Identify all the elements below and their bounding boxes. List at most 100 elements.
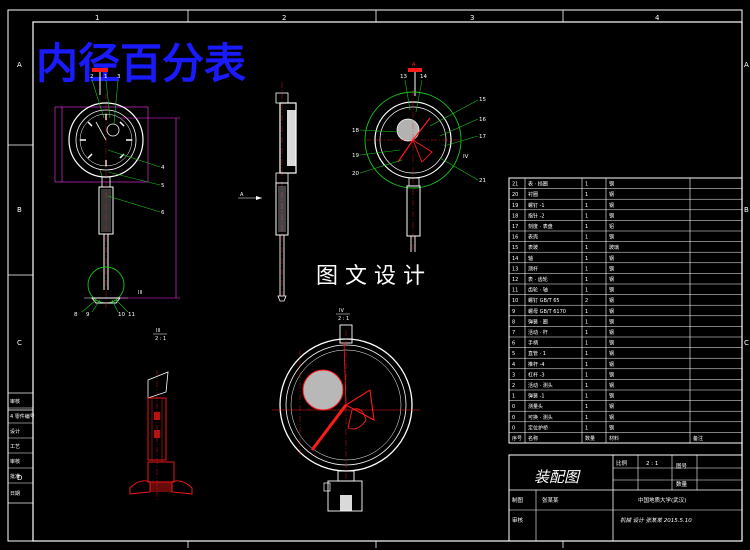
bom-cell-name: 弹簧 · 圈	[528, 318, 548, 325]
left-leaders	[81, 79, 161, 313]
bom-cell-qty: 1	[585, 394, 588, 400]
bom-cell-qty: 2	[585, 298, 588, 304]
designer-label: 制图	[512, 496, 524, 504]
bom-cell-qty: 1	[585, 235, 588, 241]
bom-cell-mat: 钢	[609, 403, 614, 410]
bom-cell-no: 0	[512, 415, 515, 421]
top-view-label: A	[412, 62, 416, 68]
col-label: 1	[95, 14, 99, 22]
bom-cell-no: 0	[512, 404, 515, 410]
bom-cell-mat: 钢	[609, 424, 614, 431]
bom-cell-mat: 钢	[609, 371, 614, 378]
bom-cell-name: 测杆	[528, 265, 538, 272]
bom-cell-mat: 钢	[609, 414, 614, 421]
callout-label: 2	[90, 74, 94, 80]
callout-label: 13	[400, 74, 407, 80]
section-iii-view	[129, 370, 193, 500]
bom-cell-qty: 1	[585, 404, 588, 410]
bom-cell-no: 4	[512, 362, 515, 368]
col-label: 2	[282, 14, 286, 22]
section-iv-ratio: 2 : 1	[338, 316, 349, 322]
callout-label: 1	[104, 74, 108, 80]
circle-iv-label: IV	[463, 154, 469, 160]
bom-cell-qty: 1	[585, 330, 588, 336]
bom-cell-name: 齿轮 · 轴	[528, 287, 548, 294]
bom-cell-mat: 钢	[609, 382, 614, 389]
bom-cell-mat: 钢	[609, 202, 614, 209]
callout-label: 16	[479, 117, 486, 123]
bom-cell-qty: 1	[585, 182, 588, 188]
column-labels-top: 1 2 3 4	[95, 14, 660, 22]
bom-header-note: 备注	[693, 435, 703, 442]
scale-value: 2 : 1	[646, 461, 658, 467]
bom-cell-mat: 钢	[609, 265, 614, 272]
margin-label: 设计	[10, 428, 20, 435]
bom-cell-mat: 钢	[609, 212, 614, 219]
bom-cell-name: 直管 · 1	[528, 350, 546, 357]
callout-label: 18	[352, 128, 359, 134]
callout-label: 4	[161, 165, 165, 171]
margin-label: 批准	[10, 473, 20, 480]
left-callout-labels: 2 1 3 4 5 6 8 9 10 11	[74, 74, 165, 318]
bom-cell-mat: 钢	[609, 350, 614, 357]
bom-cell-name: 表壳	[528, 234, 538, 241]
bom-cell-name: 杠杆 -3	[528, 371, 545, 378]
drawing-name: 装配图	[534, 468, 581, 486]
side-view: A	[238, 82, 297, 302]
front-view: 2 1 3 4 5 6 8 9 10 11 III III 2 : 1	[54, 68, 180, 342]
bom-cell-qty: 1	[585, 266, 588, 272]
bom-cell-qty: 1	[585, 383, 588, 389]
bom-cell-name: 弹簧 -1	[528, 393, 545, 400]
bom-cell-qty: 1	[585, 224, 588, 230]
bom-cell-mat: 钢	[609, 393, 614, 400]
margin-label: 审核	[10, 398, 20, 405]
bom-cell-name: 刻度 · 表盘	[528, 223, 553, 230]
bom-cell-mat: 钢	[609, 181, 614, 188]
school-name: 中国地质大学(武汉)	[638, 496, 686, 504]
designer-name: 张某某	[542, 496, 559, 504]
bom-cell-no: 10	[512, 298, 518, 304]
bom-header-name: 名称	[528, 435, 538, 442]
bom-cell-name: 指针 -2	[528, 212, 545, 219]
bom-cell-qty: 1	[585, 192, 588, 198]
bom-cell-qty: 1	[585, 415, 588, 421]
bom-cell-no: 3	[512, 372, 515, 378]
callout-label: 10	[118, 312, 125, 318]
bom-cell-no: 0	[512, 425, 515, 431]
overlay-title: 内径百分表	[36, 39, 246, 88]
bom-cell-mat: 钢	[609, 308, 614, 315]
bom-cell-name: 表玻	[528, 244, 538, 251]
bom-cell-name: 推杆 -4	[528, 361, 545, 368]
bom-cell-qty: 1	[585, 425, 588, 431]
callout-label: 17	[479, 134, 486, 140]
bom-cell-no: 11	[512, 288, 518, 294]
row-label: B	[17, 206, 22, 214]
callout-label: 21	[479, 178, 486, 184]
row-label: B	[744, 206, 749, 214]
bom-header-mat: 材料	[609, 435, 619, 442]
bom-cell-name: 定位护桥	[528, 424, 548, 431]
bom-cell-mat: 钢	[609, 340, 614, 347]
bom-cell-no: 17	[512, 224, 518, 230]
row-labels: A B C D A B C	[17, 61, 749, 482]
row-ticks	[8, 144, 33, 411]
iv-small-dial	[303, 370, 343, 410]
bom-cell-name: 活动 · 杆	[528, 329, 548, 336]
bom-cell-qty: 1	[585, 277, 588, 283]
callout-label: 15	[479, 97, 486, 103]
bom-cell-no: 9	[512, 309, 515, 315]
bom-cell-qty: 1	[585, 362, 588, 368]
margin-label: 日期	[10, 491, 20, 497]
col-label: 3	[470, 14, 474, 22]
callout-label: 11	[128, 312, 135, 318]
handle-side	[275, 182, 289, 236]
bom-cell-qty: 1	[585, 203, 588, 209]
bom-cell-qty: 1	[585, 351, 588, 357]
row-label: A	[744, 61, 749, 69]
bom-cell-mat: 钢	[609, 297, 614, 304]
bom-cell-no: 14	[512, 256, 518, 262]
bom-cell-name: 螺钉 GB/T 65	[528, 297, 560, 304]
bom-cell-qty: 1	[585, 256, 588, 262]
bom-cell-name: 螺母 GB/T 6170	[528, 308, 566, 315]
